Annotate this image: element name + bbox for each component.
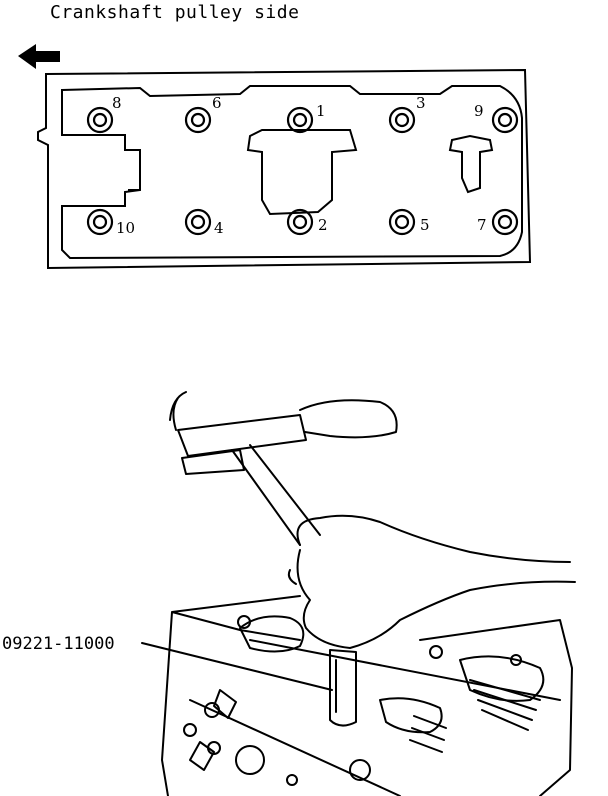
bolt-top-1 [86, 106, 114, 134]
head-bolts [86, 106, 519, 236]
bolt-number: 2 [318, 216, 328, 234]
socket [329, 649, 357, 727]
bolt-number: 7 [477, 216, 487, 234]
t-handle [177, 414, 307, 475]
bolt-number: 8 [112, 94, 122, 112]
lower-hand [287, 514, 576, 649]
bolt-bottom-5 [491, 208, 519, 236]
bolt-bottom-2 [184, 208, 212, 236]
caption: Crankshaft pulley side [50, 2, 300, 23]
bolt-number: 6 [212, 94, 222, 112]
bolt-number: 9 [474, 102, 484, 120]
wrench-shaft [231, 444, 321, 546]
bolt-number: 10 [116, 219, 135, 237]
valve-springs [409, 679, 541, 753]
bolt-bottom-3 [286, 208, 314, 236]
left-arrow-icon [18, 44, 60, 69]
rocker-arms [239, 615, 545, 734]
cylinder-head-outline [37, 68, 532, 270]
bolt-number: 5 [420, 216, 430, 234]
bolt-number: 1 [316, 102, 326, 120]
cylinder-head-body [161, 595, 573, 796]
bolt-number: 4 [214, 219, 224, 237]
bolt-top-3 [286, 106, 314, 134]
leader-line [141, 642, 333, 691]
bolt-top-4 [388, 106, 416, 134]
bolt-top-2 [184, 106, 212, 134]
bolt-number: 3 [416, 94, 426, 112]
upper-hand [169, 391, 398, 439]
bolt-bottom-4 [388, 208, 416, 236]
part-number-label: 09221-11000 [2, 634, 115, 654]
wrench-illustration [141, 391, 576, 796]
bolt-bottom-1 [86, 208, 114, 236]
bolt-top-5 [491, 106, 519, 134]
bolt-numbers: 8 6 1 3 9 10 4 2 5 7 [112, 94, 487, 237]
